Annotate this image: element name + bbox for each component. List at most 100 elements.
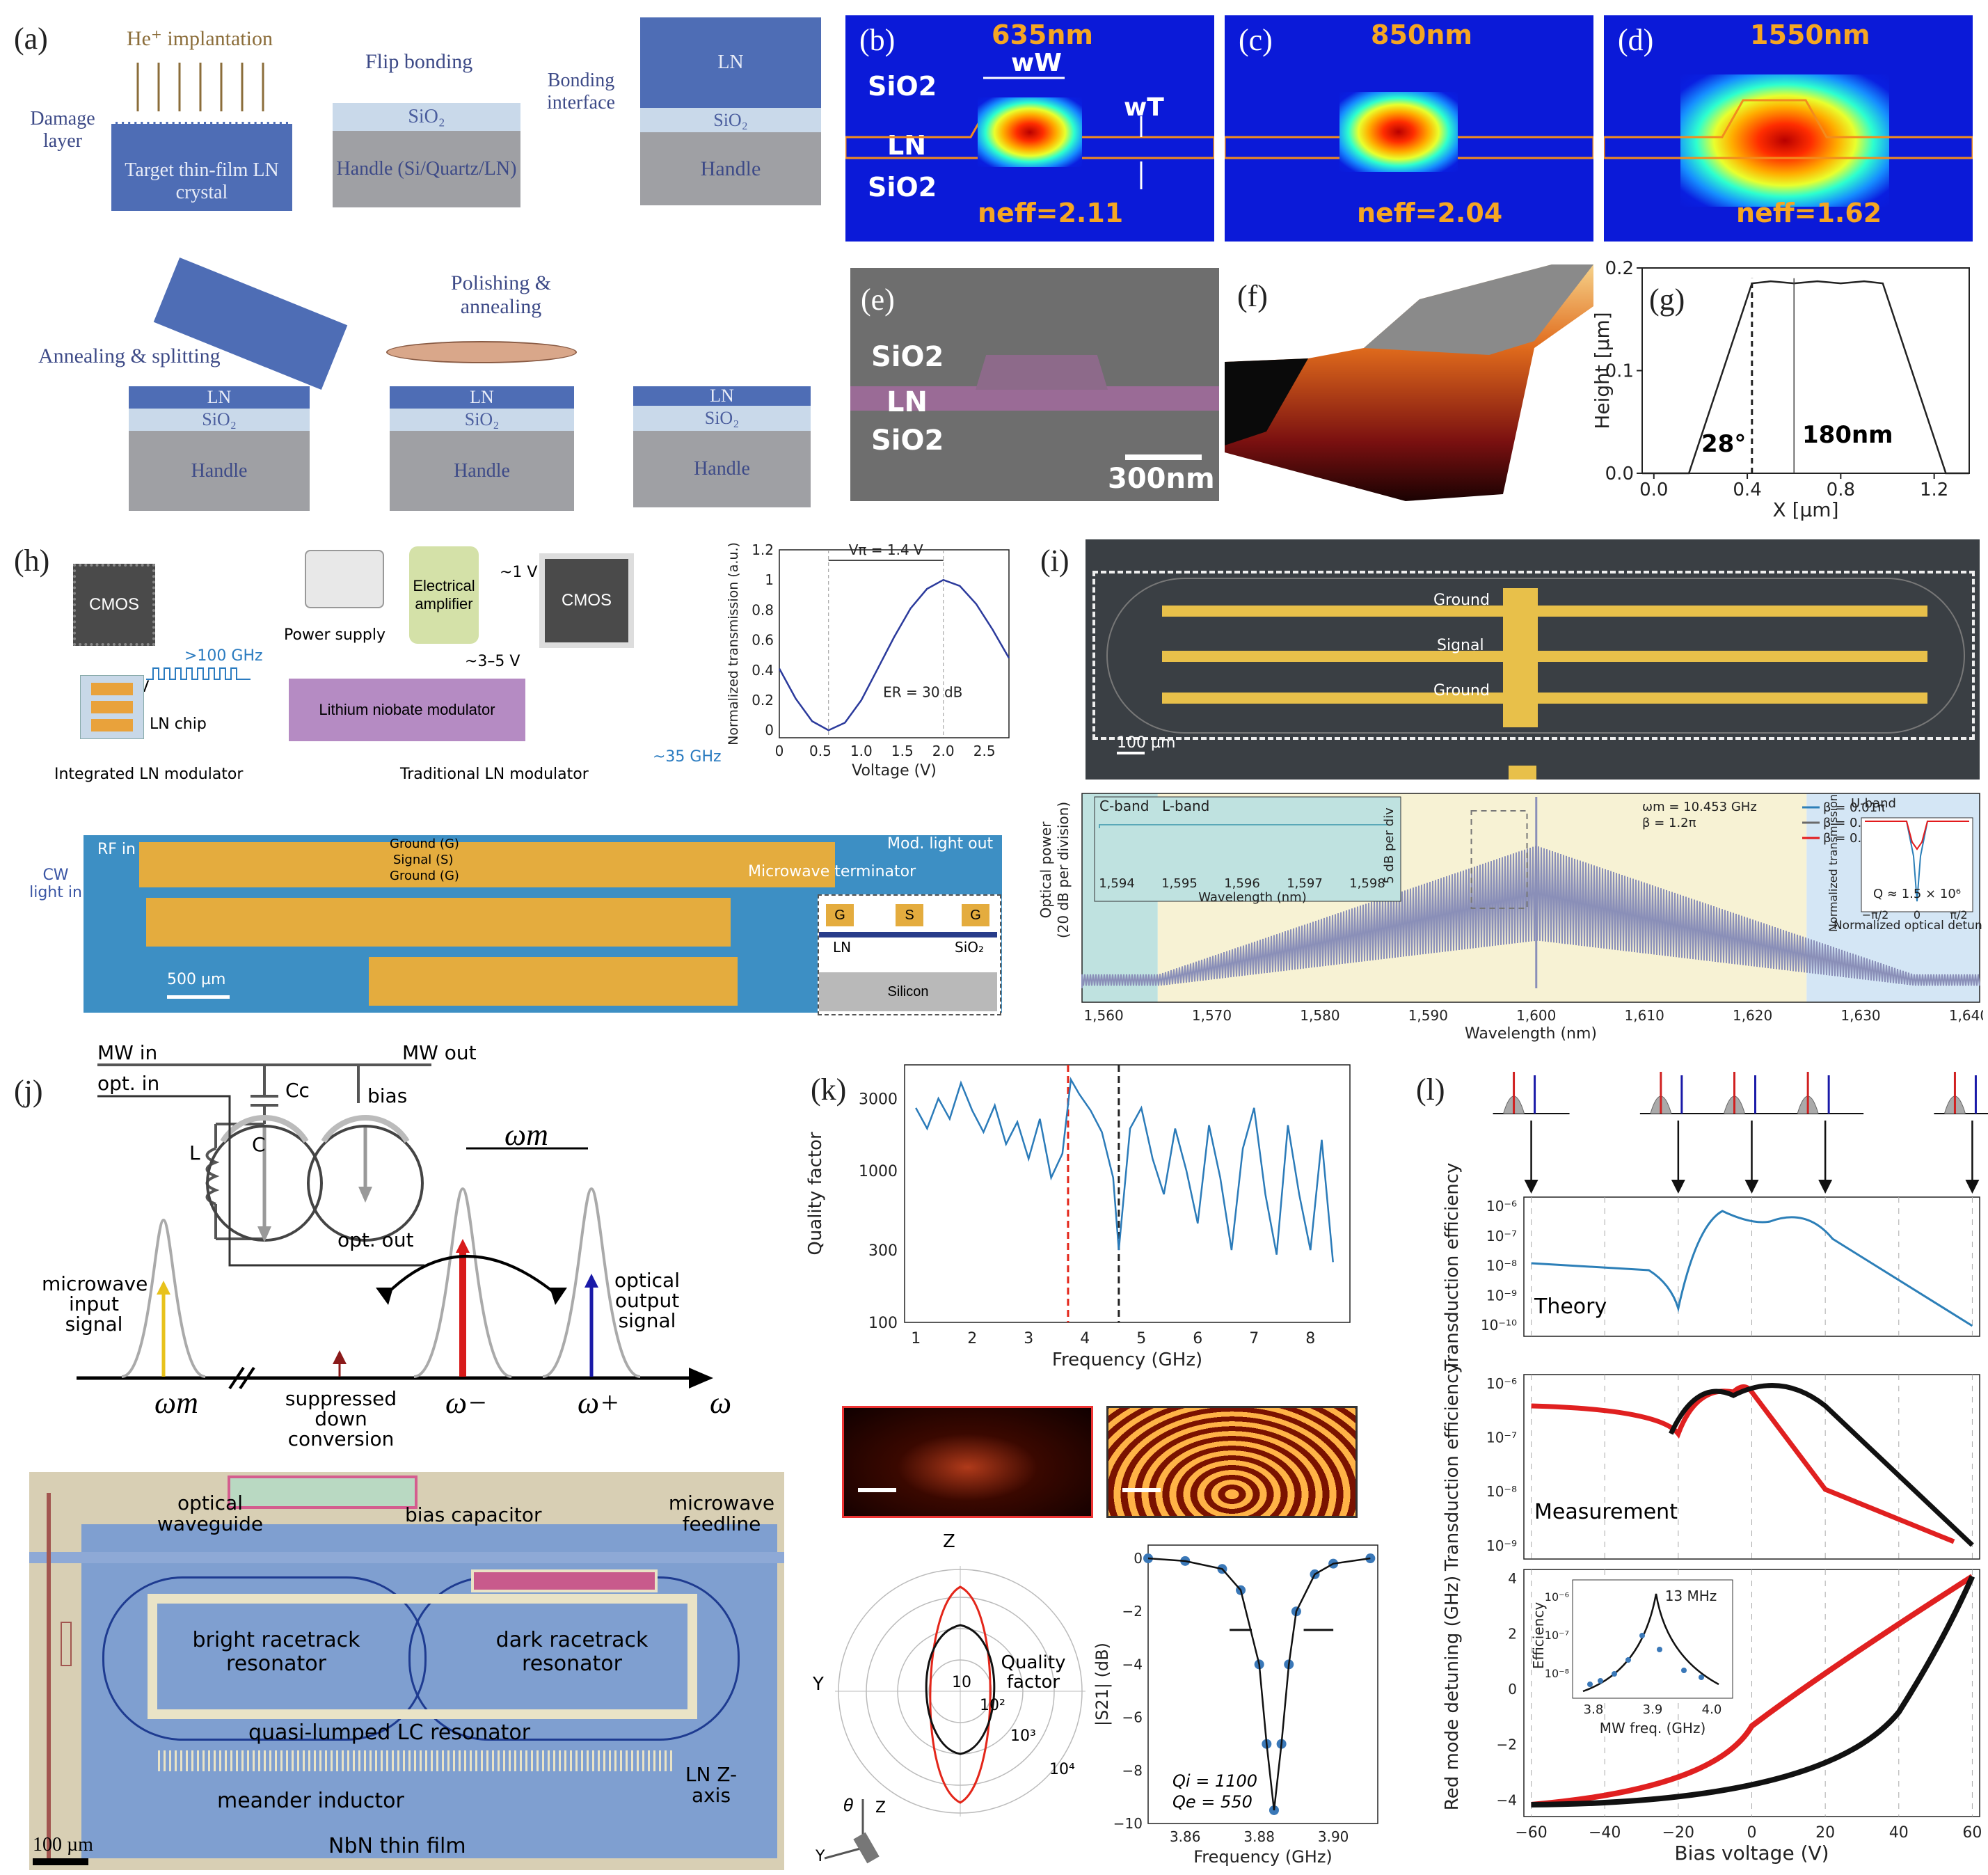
h-xtick-label: 1.5: [891, 743, 914, 759]
k-r10000: 10⁴: [1049, 1761, 1075, 1778]
l-ytick-label: 10⁻⁷: [1486, 1228, 1517, 1244]
i-inset-xtick: 1,595: [1161, 876, 1198, 891]
l-inset-xtick: 3.8: [1584, 1702, 1604, 1717]
i-xtick-label: 1,630: [1840, 1007, 1880, 1024]
i-dashed-box: [1092, 571, 1975, 740]
bond-handle: Handle (Si/Quartz/LN): [333, 131, 520, 207]
panel-d-wavelength: 1550nm: [1750, 19, 1870, 50]
h-vpi-label: Vπ = 1.4 V: [849, 541, 923, 558]
l-spec-down-head: [1671, 1180, 1685, 1194]
i-inset-xtick: 1,597: [1287, 876, 1323, 891]
l-ytick-label: 10⁻¹⁰: [1481, 1317, 1517, 1334]
s21-point: [1365, 1553, 1376, 1564]
s21-ytick-label: −10: [1113, 1815, 1143, 1832]
cmos-chip-2: CMOS: [539, 553, 634, 648]
j-scalebar: [33, 1858, 88, 1865]
j-axis-arrowhead: [689, 1368, 713, 1389]
cmos-label-1: CMOS: [89, 595, 139, 614]
i-pad-bottom: [1509, 766, 1536, 780]
k-polar-z: Z: [943, 1531, 955, 1552]
l-inset-point: [1598, 1678, 1603, 1684]
h-electrode-1: [139, 842, 835, 887]
l-ytick-label: 2: [1508, 1626, 1517, 1643]
k-xtick-label: 5: [1136, 1330, 1146, 1347]
l-inset-point: [1639, 1633, 1645, 1638]
stack3-sio2: SiO₂: [633, 406, 811, 431]
cmos-label-2: CMOS: [562, 591, 612, 610]
h-ytick-label: 0.4: [752, 662, 774, 679]
wm-top-label: ωm: [504, 1118, 548, 1152]
i-xtick-label: 1,560: [1083, 1007, 1123, 1024]
l-inset-xtick: 4.0: [1702, 1702, 1722, 1717]
j-scale-label: 100 µm: [33, 1834, 93, 1856]
flip-bonding-label: Flip bonding: [365, 50, 473, 73]
l-spec-down-head: [1818, 1180, 1833, 1194]
k-xtick-label: 7: [1249, 1330, 1259, 1347]
k-antenna: [853, 1832, 880, 1864]
i-ylabel-1: Optical power: [1037, 821, 1054, 919]
i-detune-tick: 0: [1914, 908, 1921, 921]
cs-silicon-label: Silicon: [887, 983, 929, 999]
polish-label: Polishing & annealing: [450, 271, 552, 318]
l-inset-xtick: 3.9: [1643, 1702, 1663, 1717]
h-er-label: ER = 30 dB: [883, 684, 962, 701]
h-ytick-label: 0.8: [752, 601, 774, 618]
l-ytick-label: −2: [1497, 1736, 1517, 1753]
l-inset-mhz: 13 MHz: [1665, 1588, 1717, 1604]
i-uband-label: U-band: [1851, 796, 1896, 811]
s21-ytick-label: −8: [1122, 1762, 1143, 1779]
panel-e-scale-label: 300nm: [1108, 463, 1215, 495]
amplifier-label: Electrical amplifier: [413, 577, 475, 612]
anneal-split-label: Annealing & splitting: [38, 345, 221, 367]
k-xtick-label: 2: [967, 1330, 977, 1347]
j-peak-microwave: [121, 1218, 206, 1378]
stack3-ln: LN: [633, 386, 811, 406]
j-optical-wg-label: optical waveguide: [157, 1492, 264, 1535]
panel-e: (e) SiO2 LN SiO2 300nm: [850, 268, 1219, 501]
panel-g-height: 180nm: [1802, 421, 1893, 449]
l-detune-red: [1531, 1574, 1974, 1807]
i-lband-label: L-band: [1162, 798, 1209, 814]
panel-b-ww: wW: [1011, 49, 1062, 77]
k-r1000: 10³: [1010, 1727, 1036, 1745]
i-inset-xtick: 1,594: [1099, 876, 1135, 891]
k-polar-chart: [824, 1566, 1086, 1864]
i-omega: ωm = 10.453 GHz: [1642, 800, 1757, 814]
panel-h-label: (h): [14, 544, 50, 578]
i-scalebar: [1117, 752, 1145, 754]
panel-j: (j) MW in MW out opt. in Cc C L bias o: [0, 1041, 800, 1875]
l-inset-point: [1657, 1647, 1662, 1652]
j-bright-label: bright racetrack resonator: [192, 1628, 360, 1676]
mw-in-label: MW in: [97, 1041, 158, 1064]
i-xlabel: Wavelength (nm): [1465, 1025, 1597, 1043]
k-qe: Qe = 550: [1172, 1792, 1253, 1812]
k-ytick-label: 100: [868, 1315, 898, 1332]
panel-e-scalebar: [1125, 454, 1202, 460]
l-ylabel: Transduction efficiency: [1442, 1163, 1463, 1372]
panel-c-wavelength: 850nm: [1371, 19, 1472, 50]
panel-a-label: (a): [14, 22, 48, 56]
k-xtick-label: 8: [1305, 1330, 1315, 1347]
cross-section-inset: G S G LN SiO₂ Silicon: [818, 894, 1001, 1015]
j-arrow-suppressed-head: [333, 1350, 347, 1364]
l-xtick-label: −40: [1589, 1824, 1621, 1842]
h-xtick-label: 0.5: [809, 743, 832, 759]
i-rail-3: [1162, 693, 1927, 704]
j-arrow-plus-head: [585, 1274, 598, 1288]
cs-g-left: G: [826, 904, 854, 926]
j-device-image: optical waveguide bias capacitor microwa…: [29, 1472, 784, 1870]
s21-xtick-label: 3.88: [1243, 1828, 1275, 1845]
cw-label: CW light in: [29, 867, 82, 901]
traditional-label: Traditional LN modulator: [400, 766, 589, 783]
panel-b: (b) 635nm wW SiO2 LN SiO2 wT neff=2.11: [845, 15, 1214, 242]
bonded-ln-label: LN: [717, 52, 744, 73]
damage-layer-label: Damage layer: [30, 108, 95, 152]
h-electrode-2: [146, 898, 731, 947]
panel-b-mode: [978, 97, 1082, 167]
